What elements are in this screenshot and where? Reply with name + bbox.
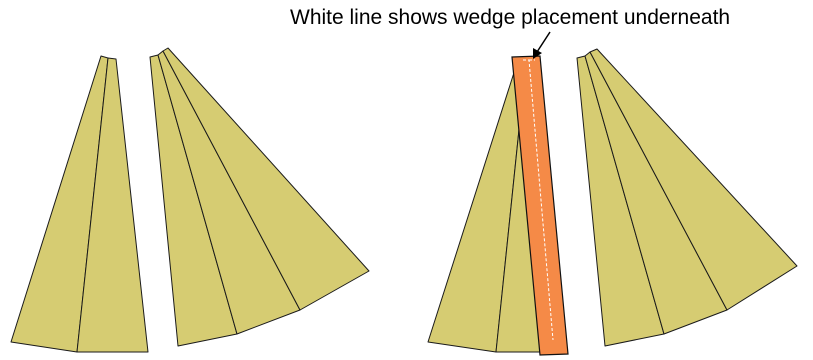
right-fan-with-strip [427, 48, 798, 356]
arrow-shaft [536, 31, 551, 53]
wedge-right-c [162, 47, 370, 311]
orange-strip [511, 55, 569, 356]
caption-arrow [533, 31, 551, 59]
wedge-left-b [76, 57, 149, 353]
caption-text: White line shows wedge placement underne… [290, 6, 730, 29]
arrow-head [533, 48, 542, 59]
left-fan-left-group [10, 55, 149, 353]
wedge-right-c-2 [589, 48, 798, 311]
left-fan-right-group [149, 47, 370, 347]
right-fan-right-group [576, 48, 798, 347]
left-fan-separated [10, 47, 370, 353]
